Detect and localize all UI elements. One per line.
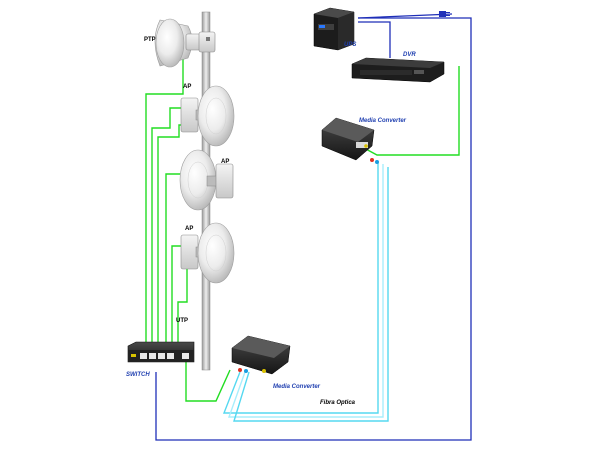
label-ap-3: AP xyxy=(185,226,193,232)
media-converter-bottom xyxy=(231,335,291,375)
media-converter-top xyxy=(321,117,379,164)
access-point-3 xyxy=(180,222,235,284)
label-switch: SWITCH xyxy=(126,372,150,378)
label-ap-2: AP xyxy=(221,159,229,165)
dvr-unit xyxy=(351,57,445,83)
label-media-converter-top: Media Converter xyxy=(359,118,407,124)
fiber-cables xyxy=(222,163,389,422)
label-ptp: PTP xyxy=(144,37,156,43)
label-fibra-optica: Fibra Optica xyxy=(320,400,356,406)
label-ap-1: AP xyxy=(183,84,191,90)
label-utp: UTP xyxy=(176,318,188,324)
access-point-2 xyxy=(179,149,234,211)
label-media-converter-bottom: Media Converter xyxy=(273,384,321,390)
network-switch xyxy=(127,341,195,363)
power-cable xyxy=(155,13,472,441)
ups-unit xyxy=(313,7,355,51)
access-point-1 xyxy=(180,85,235,147)
utp-cables xyxy=(145,43,460,402)
label-ups: UPS xyxy=(344,42,356,48)
label-dvr: DVR xyxy=(403,52,416,58)
ptp-antenna xyxy=(154,18,216,68)
power-plug-icon xyxy=(439,11,450,17)
